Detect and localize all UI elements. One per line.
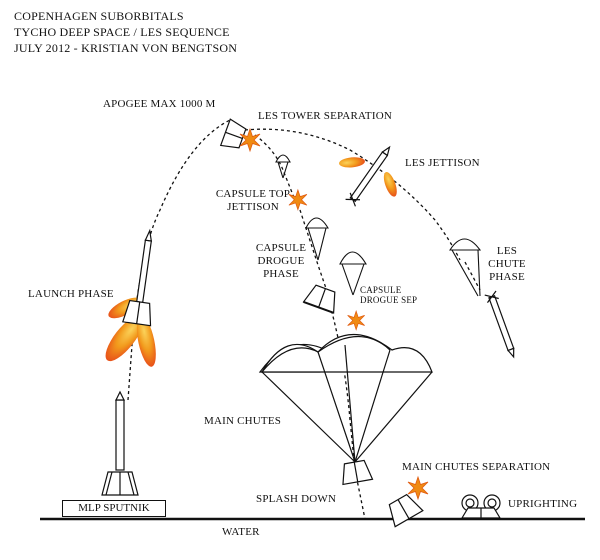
label-capsule-drogue-phase-line2: DROGUE — [257, 255, 305, 267]
diagram-header: COPENHAGEN SUBORBITALS TYCHO DEEP SPACE … — [14, 8, 237, 56]
label-main-chutes: MAIN CHUTES — [204, 415, 282, 427]
label-main-chutes-separation: MAIN CHUTES SEPARATION — [402, 461, 551, 473]
label-apogee: APOGEE MAX 1000 M — [103, 98, 216, 110]
capsule-drogue-sep-spark — [347, 310, 365, 331]
main-chutes-separation-spark — [407, 476, 429, 500]
label-uprighting: UPRIGHTING — [508, 498, 578, 510]
les-jettison-tower — [339, 145, 397, 207]
label-capsule-top-jettison-line2: JETTISON — [227, 201, 279, 213]
label-les-jettison: LES JETTISON — [405, 157, 480, 169]
drogue-phase-capsule — [302, 284, 336, 314]
mlp-sputnik-label: MLP SPUTNIK — [78, 502, 150, 514]
label-les-chute-phase-line3: PHASE — [489, 271, 525, 283]
label-les-tower-separation: LES TOWER SEPARATION — [258, 110, 392, 122]
trajectory-paths — [117, 119, 481, 520]
label-launch-phase: LAUNCH PHASE — [28, 288, 114, 300]
launch-rocket — [105, 228, 156, 367]
splash-down-capsule — [342, 459, 374, 486]
les-trajectory — [244, 128, 461, 261]
label-les-chute-phase-line1: LES — [496, 245, 518, 257]
les-chute — [448, 238, 482, 297]
header-line-1: COPENHAGEN SUBORBITALS — [14, 9, 184, 23]
label-capsule-drogue-sep: CAPSULE DROGUE SEP — [360, 285, 417, 305]
header-line-2: TYCHO DEEP SPACE / LES SEQUENCE — [14, 25, 230, 39]
label-capsule-top-jettison-line1: CAPSULE TOP — [215, 188, 291, 200]
les-chute-line — [464, 261, 481, 291]
header-line-3: JULY 2012 - KRISTIAN VON BENGTSON — [14, 41, 238, 55]
label-les-chute-phase: LES CHUTE PHASE — [477, 245, 537, 284]
main-chutes — [258, 333, 433, 463]
label-capsule-drogue-phase-line3: PHASE — [263, 268, 299, 280]
mlp-sputnik-platform: MLP SPUTNIK — [62, 500, 166, 517]
label-capsule-drogue-phase-line1: CAPSULE — [255, 242, 307, 254]
label-water: WATER — [222, 526, 260, 538]
label-capsule-top-jettison: CAPSULE TOP JETTISON — [208, 188, 298, 214]
label-capsule-drogue-phase: CAPSULE DROGUE PHASE — [246, 242, 316, 281]
launch-trajectory — [127, 119, 231, 401]
label-les-chute-phase-line2: CHUTE — [488, 258, 526, 270]
les-tower-descending — [484, 290, 515, 359]
apogee-capsule — [219, 118, 247, 149]
label-capsule-drogue-sep-line2: DROGUE SEP — [360, 295, 418, 305]
drogue-chute-1 — [305, 217, 329, 261]
capsule-descent — [254, 134, 296, 201]
rocket-on-pad — [101, 390, 139, 496]
separated-capsule — [388, 493, 424, 528]
uprighting-capsule — [460, 494, 502, 519]
label-splash-down: SPLASH DOWN — [256, 493, 337, 505]
label-capsule-drogue-sep-line1: CAPSULE — [360, 285, 402, 295]
capsule-top-drogue-small — [275, 154, 291, 179]
separated-drogue-chute — [339, 251, 367, 296]
